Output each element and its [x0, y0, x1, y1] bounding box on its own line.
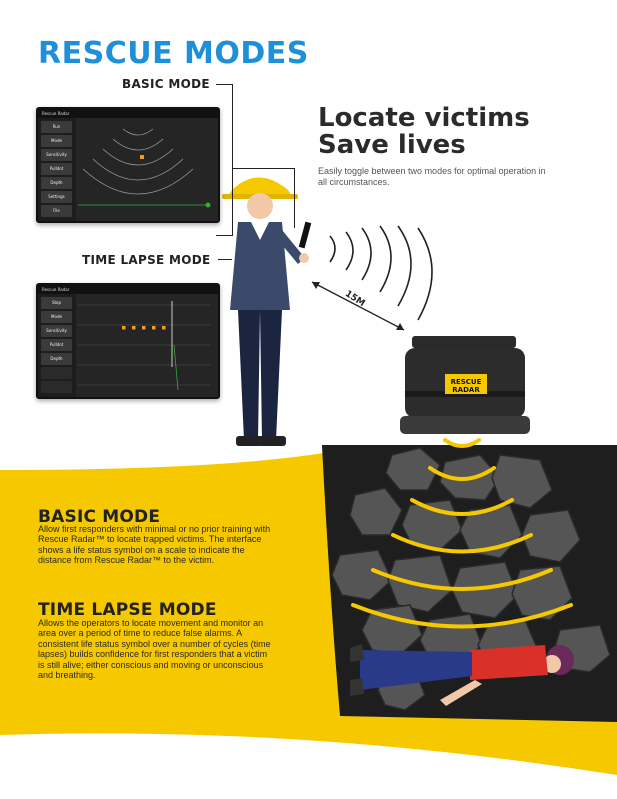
time-lapse-mode-screen: Rescue Radar Stop Mode Sensitivity Pulld…	[36, 283, 220, 399]
time-lapse-connector	[218, 259, 232, 260]
screen-title: Rescue Radar	[38, 109, 218, 118]
screen-button-run: Run	[41, 121, 72, 133]
operator-figure	[222, 177, 312, 446]
basic-mode-connector	[216, 84, 233, 236]
helmet-connector	[232, 168, 294, 169]
page-title: RESCUE MODES	[38, 36, 309, 71]
basic-mode-screen: Rescue Radar Run Mode Sensitivity Pulldo…	[36, 107, 220, 223]
screen-title: Rescue Radar	[38, 285, 218, 294]
basic-mode-description: Allow first responders with minimal or n…	[38, 524, 271, 566]
time-lapse-mode-title: TIME LAPSE MODE	[38, 600, 217, 620]
device-label: RESCUE RADAR	[445, 378, 487, 394]
basic-mode-plot	[78, 128, 211, 208]
screen-button-sensitivity: Sensitivity	[41, 325, 72, 337]
screen-button-mode: Mode	[41, 135, 72, 147]
life-status-icon	[140, 155, 144, 159]
phone-connector	[294, 168, 295, 228]
screen-button-depth: Depth	[41, 353, 72, 365]
headline-line1: Locate victims	[318, 103, 530, 133]
headline: Locate victims Save lives	[318, 105, 530, 159]
screen-button-pulldot: Pulldot	[41, 163, 72, 175]
time-lapse-mode-description: Allows the operators to locate movement …	[38, 618, 271, 681]
device-label-line1: RESCUE	[450, 378, 482, 386]
screen-button-disabled	[41, 367, 72, 379]
device-label-line2: RADAR	[452, 386, 480, 394]
headline-line2: Save lives	[318, 130, 466, 160]
headline-description: Easily toggle between two modes for opti…	[318, 166, 546, 187]
screen-button-disabled	[41, 381, 72, 393]
screen-button-sensitivity: Sensitivity	[41, 149, 72, 161]
basic-mode-title: BASIC MODE	[38, 507, 161, 527]
screen-button-settings: Settings	[41, 191, 72, 203]
screen-sidebar: Stop Mode Sensitivity Pulldot Depth	[38, 294, 76, 397]
basic-mode-tag: BASIC MODE	[122, 77, 210, 91]
rescue-radar-device	[400, 336, 530, 434]
screen-button-stop: Stop	[41, 297, 72, 309]
screen-button-file: File	[41, 205, 72, 217]
screen-button-depth: Depth	[41, 177, 72, 189]
screen-sidebar: Run Mode Sensitivity Pulldot Depth Setti…	[38, 118, 76, 221]
time-lapse-mode-tag: TIME LAPSE MODE	[82, 253, 211, 267]
time-lapse-plot	[78, 301, 210, 391]
screen-button-pulldot: Pulldot	[41, 339, 72, 351]
screen-button-mode: Mode	[41, 311, 72, 323]
